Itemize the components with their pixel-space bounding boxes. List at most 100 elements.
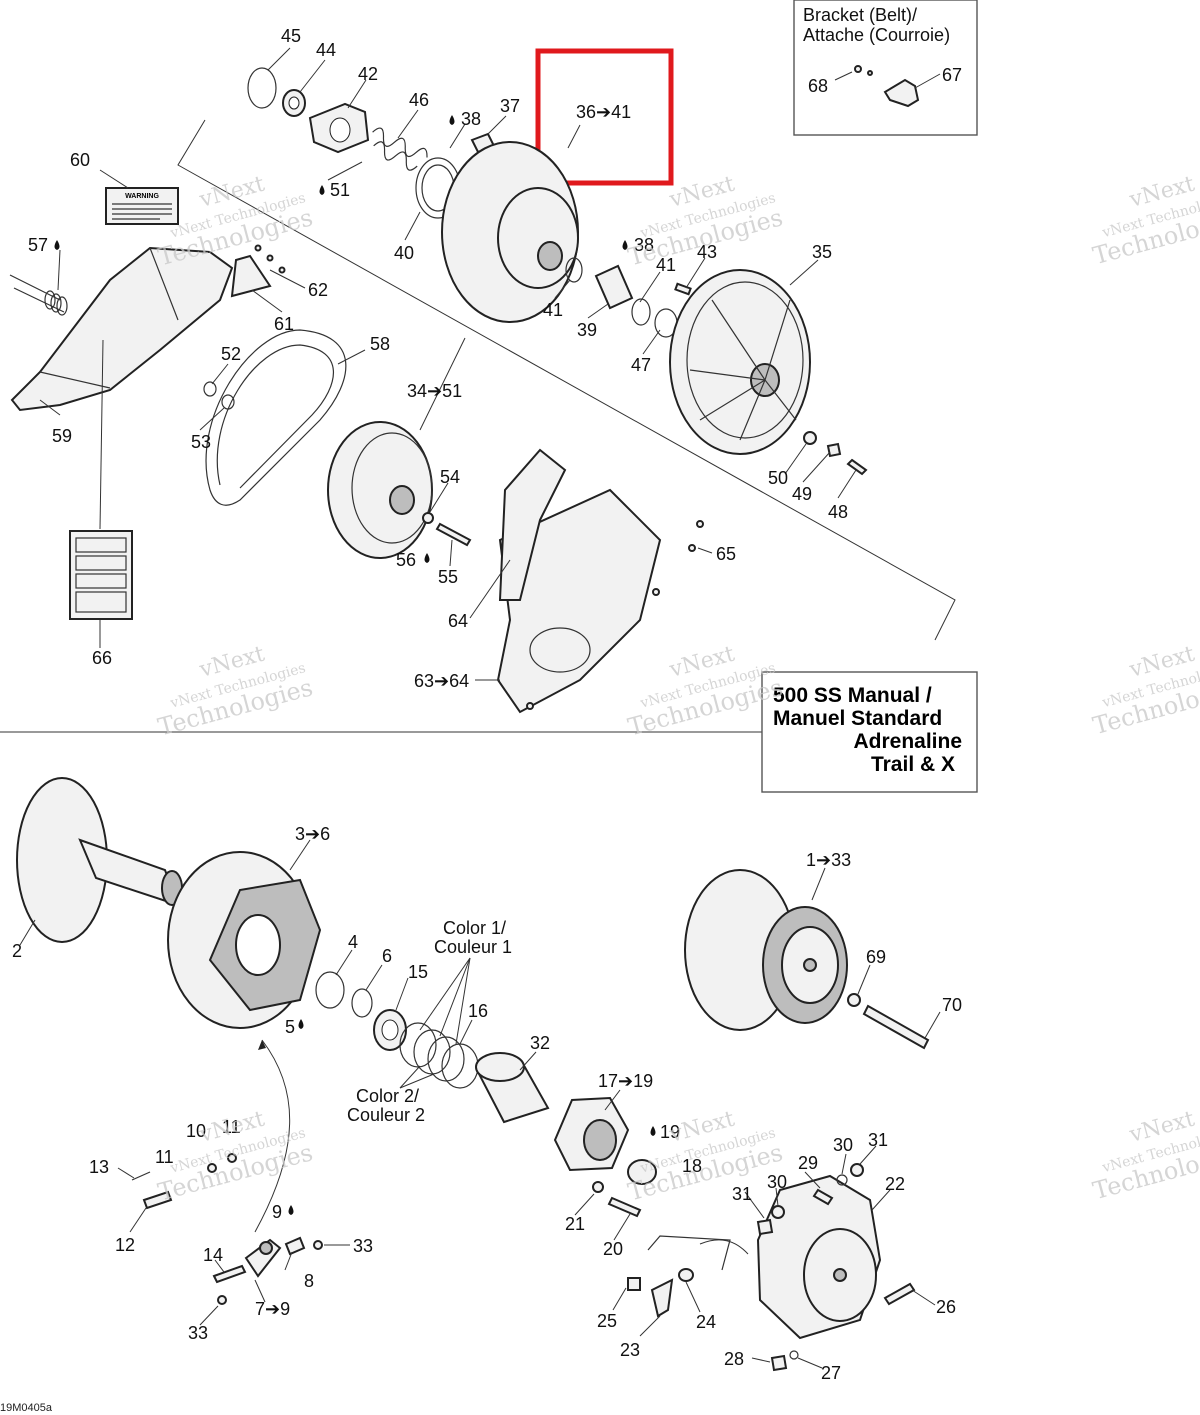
- callout: 61: [274, 314, 294, 334]
- callout: 1➔33: [806, 850, 851, 870]
- bushing-8: [284, 1236, 306, 1256]
- washer-52: [203, 381, 217, 397]
- bushing-39: [594, 264, 634, 310]
- washer-53: [221, 394, 235, 410]
- callout: 51: [330, 180, 350, 200]
- callout: 31: [732, 1184, 752, 1204]
- bottom-parts: [16, 777, 941, 1372]
- bushing-18: [627, 1159, 657, 1185]
- callout: 3➔6: [295, 824, 330, 844]
- screw-25: [627, 1277, 641, 1291]
- nut-31a: [850, 1163, 864, 1177]
- drop-icon: [288, 1205, 294, 1215]
- callout: 16: [468, 1001, 488, 1021]
- callout: 38: [461, 109, 481, 129]
- callout: 23: [620, 1340, 640, 1360]
- callout: 45: [281, 26, 301, 46]
- bracket-61: [230, 254, 272, 298]
- callout: 33: [353, 1236, 373, 1256]
- callout: 52: [221, 344, 241, 364]
- callout: 40: [394, 243, 414, 263]
- callout: 49: [792, 484, 812, 504]
- top-section-frame: [0, 119, 956, 733]
- belt-bracket-part: [883, 78, 920, 108]
- color1-line2: Couleur 1: [434, 937, 512, 957]
- callout: 15: [408, 962, 428, 982]
- lubricant-drop-icons: [54, 115, 656, 1215]
- pin-14: [212, 1264, 247, 1284]
- callout: 65: [716, 544, 736, 564]
- roller-arm-23: [650, 1278, 674, 1318]
- model-line2: Manuel Standard: [773, 707, 942, 730]
- guard-panel: [498, 448, 567, 601]
- drop-icon: [54, 240, 60, 250]
- callout: 12: [115, 1235, 135, 1255]
- callout: 11: [222, 1117, 241, 1137]
- callout: 62: [308, 280, 328, 300]
- drop-icon: [622, 240, 628, 250]
- screw-48: [846, 458, 868, 476]
- callout: 5: [285, 1017, 295, 1037]
- belt-guard-59: [10, 246, 234, 412]
- callout: 41: [543, 300, 563, 320]
- callout: 4: [348, 932, 358, 952]
- bolt-20: [607, 1196, 642, 1218]
- model-line3: Adrenaline: [853, 730, 962, 753]
- callout: 47: [631, 355, 651, 375]
- nut-49: [826, 442, 842, 458]
- clip-41b: [631, 298, 651, 326]
- callout: 25: [597, 1311, 617, 1331]
- bracket-inset: Bracket (Belt)/ Attache (Courroie) 68 67: [793, 0, 978, 136]
- callout: 19: [660, 1122, 680, 1142]
- color1-line1: Color 1/: [443, 918, 506, 938]
- callout: 2: [12, 941, 22, 961]
- spring-16: [399, 1022, 479, 1089]
- callout: 54: [440, 467, 460, 487]
- top-parts: WARNING: [9, 47, 868, 714]
- washer-30a: [836, 1174, 848, 1186]
- callout: 9: [272, 1202, 282, 1222]
- callout: 70: [942, 995, 962, 1015]
- nut-33b: [217, 1295, 227, 1305]
- callout: 30: [833, 1135, 853, 1155]
- screw-26: [883, 1282, 916, 1306]
- callout: 50: [768, 468, 788, 488]
- callout: 33: [188, 1323, 208, 1343]
- screw-29: [812, 1188, 834, 1206]
- callout: 64: [448, 611, 468, 631]
- washer-30b: [771, 1205, 785, 1219]
- callout-36-41: 36➔41: [576, 102, 631, 122]
- callout: 10: [186, 1121, 206, 1141]
- callout: 34➔51: [407, 381, 462, 401]
- callout-68: 68: [808, 76, 828, 96]
- drop-icon: [449, 115, 455, 125]
- callout-67: 67: [942, 65, 962, 85]
- bolt-70: [862, 1004, 930, 1050]
- callout: 13: [89, 1157, 109, 1177]
- callout: 18: [682, 1156, 702, 1176]
- callout: 8: [304, 1271, 314, 1291]
- figure-code: 19M0405a: [0, 1402, 53, 1414]
- callout: 58: [370, 334, 390, 354]
- callout: 29: [798, 1153, 818, 1173]
- instruction-label-66: [69, 530, 133, 620]
- nut-33a: [313, 1240, 323, 1250]
- callout: 26: [936, 1297, 956, 1317]
- warning-label-60: [105, 187, 179, 225]
- callout: 31: [868, 1130, 888, 1150]
- drop-icon: [650, 1126, 656, 1136]
- model-info-box: 500 SS Manual / Manuel Standard Adrenali…: [761, 671, 978, 793]
- callout: 37: [500, 96, 520, 116]
- washer-50: [803, 431, 817, 445]
- circlip-45: [247, 67, 277, 109]
- color2-line2: Couleur 2: [347, 1105, 425, 1125]
- pin-12: [142, 1190, 173, 1210]
- key-43: [674, 282, 692, 296]
- drop-icon: [298, 1019, 304, 1029]
- callout: 69: [866, 947, 886, 967]
- weight-10: [227, 1153, 237, 1163]
- callout: 42: [358, 64, 378, 84]
- callout: 63➔64: [414, 671, 469, 691]
- model-line4: Trail & X: [871, 753, 955, 776]
